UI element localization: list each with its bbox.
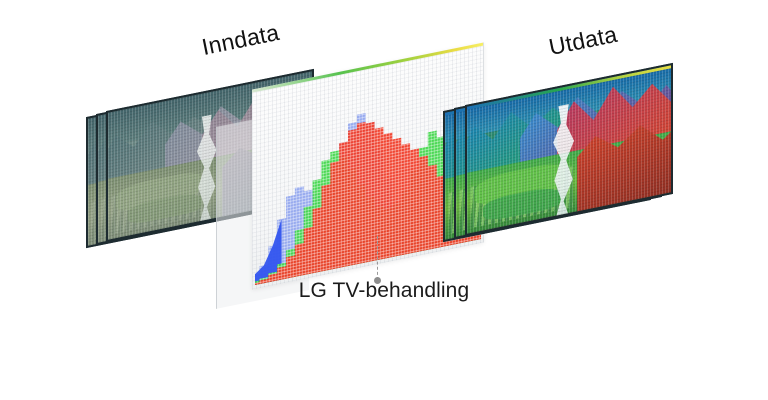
callout-dot <box>374 277 381 284</box>
callout-dashed-line <box>377 236 378 280</box>
histogram-panel <box>216 42 484 309</box>
output-panel-front <box>465 62 673 237</box>
input-label: Inndata <box>199 18 282 61</box>
histogram-blue-core <box>255 219 282 285</box>
output-label: Utdata <box>546 20 620 61</box>
landscape-artwork-vivid <box>467 65 671 234</box>
process-caption: LG TV-behandling <box>298 279 470 302</box>
rgb-histogram-chart <box>255 89 481 285</box>
process-callout <box>374 236 381 284</box>
